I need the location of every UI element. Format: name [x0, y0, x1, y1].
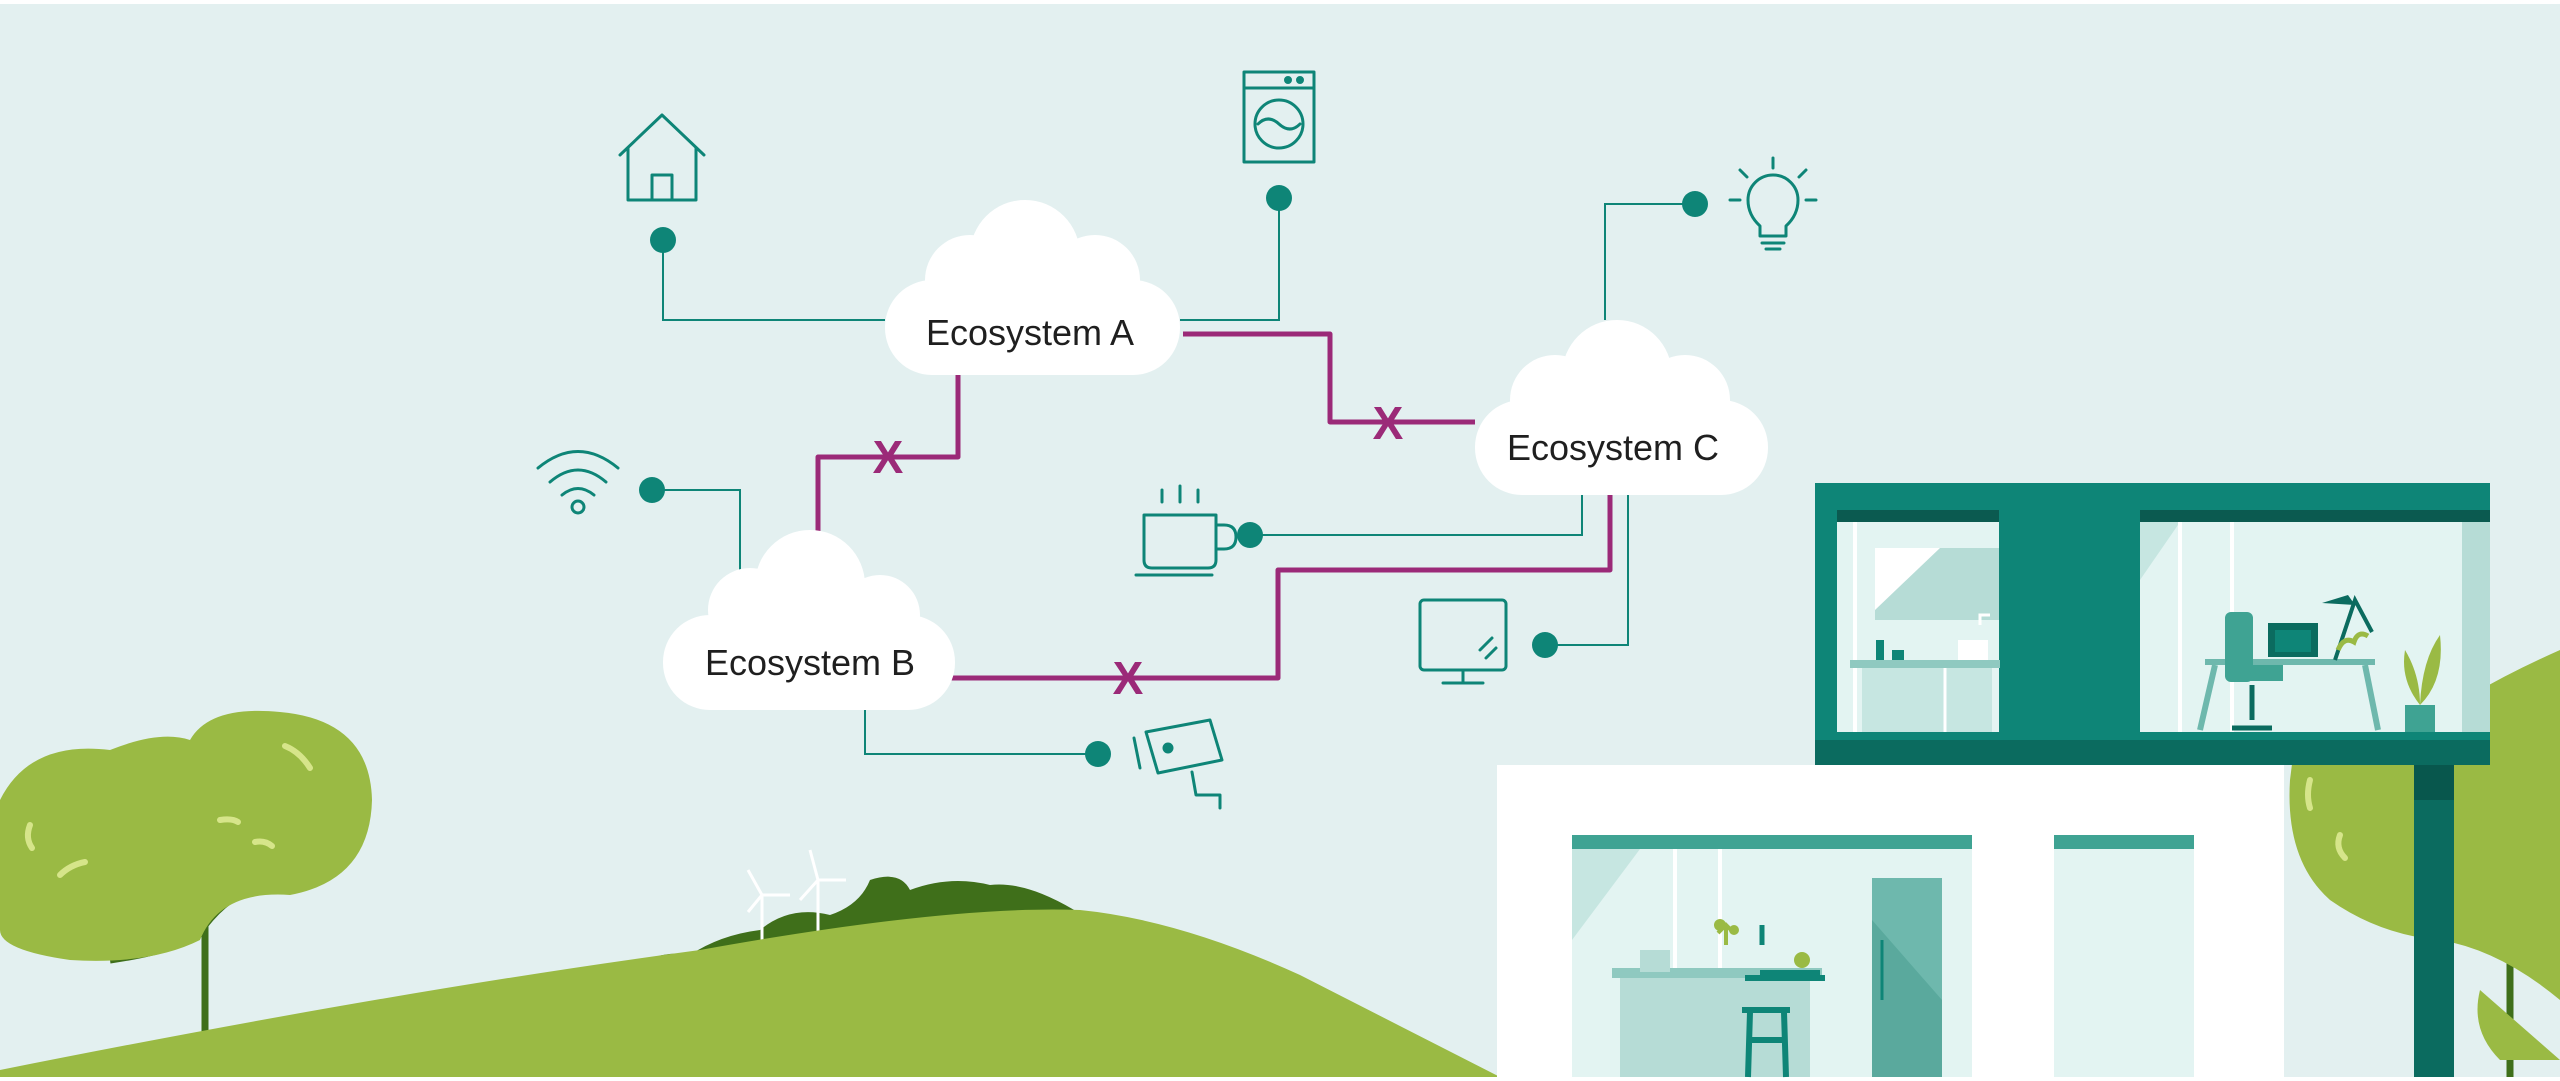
endpoint-camera [1085, 741, 1111, 767]
house-icon [618, 113, 706, 202]
blocked-marker-a-c: X [1373, 397, 1404, 449]
cloud-ecosystem-a: Ecosystem A [885, 200, 1180, 375]
link-coffee-c [1250, 495, 1583, 536]
house [1497, 483, 2490, 1078]
monitor-icon [1418, 598, 1508, 685]
endpoint-wifi [639, 477, 665, 503]
washing-machine-icon [1242, 70, 1316, 164]
wifi-icon [536, 450, 620, 515]
link-house-a [662, 240, 885, 321]
ecosystem-c-label: Ecosystem C [1507, 427, 1719, 468]
side-window [2054, 835, 2194, 1077]
endpoint-washer [1266, 185, 1292, 211]
link-camera-b [864, 710, 1098, 755]
blocked-marker-b-c: X [1113, 652, 1144, 704]
ecosystem-a-label: Ecosystem A [926, 312, 1134, 353]
link-washer-a [1180, 198, 1280, 321]
blocked-link-b-c [948, 495, 1613, 681]
ecosystem-b-label: Ecosystem B [705, 642, 915, 683]
support-column [2414, 765, 2454, 1077]
blocked-markers: X X X [873, 397, 1404, 704]
link-bulb-c [1604, 203, 1695, 320]
endpoint-bulb [1682, 191, 1708, 217]
blocked-marker-a-b: X [873, 431, 904, 483]
endpoint-house [650, 227, 676, 253]
light-bulb-icon [1728, 156, 1818, 251]
hill [0, 909, 1500, 1077]
endpoint-monitor [1532, 632, 1558, 658]
cloud-ecosystem-c: Ecosystem C [1475, 320, 1768, 495]
link-wifi-b [652, 489, 741, 575]
left-tree [0, 710, 372, 1066]
device-links [652, 198, 1695, 755]
wind-turbines [746, 849, 846, 940]
cloud-ecosystem-b: Ecosystem B [663, 530, 955, 710]
coffee-cup-icon [1134, 484, 1238, 577]
security-camera-icon [1132, 718, 1224, 810]
office-window [2140, 510, 2490, 732]
bathroom-window [1837, 510, 2000, 732]
endpoint-coffee [1237, 522, 1263, 548]
blocked-links [815, 331, 1613, 681]
device-endpoints [639, 185, 1708, 767]
blocked-link-a-c [1183, 331, 1475, 425]
blocked-link-a-b [815, 375, 961, 540]
link-monitor-c [1545, 495, 1629, 646]
kitchen-window [1572, 835, 1972, 1078]
